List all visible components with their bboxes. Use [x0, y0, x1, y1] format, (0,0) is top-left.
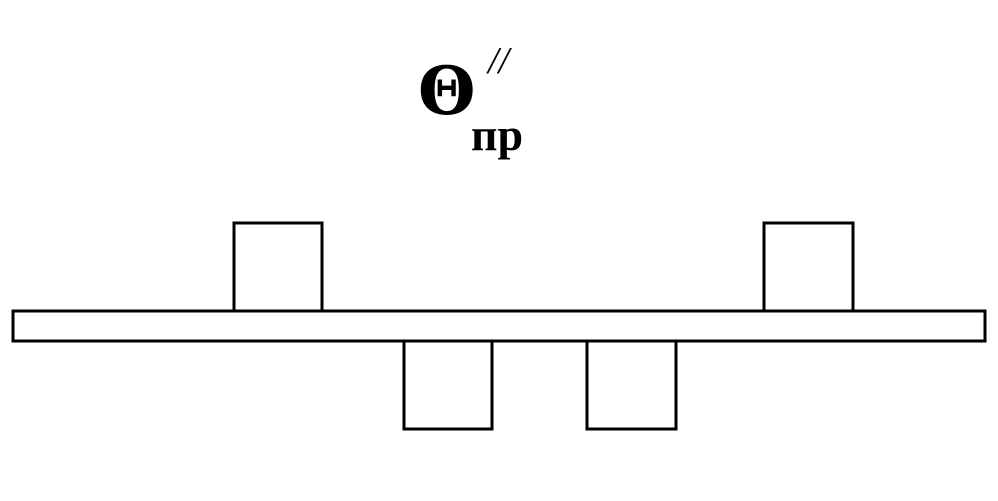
- bottom-block-left: [402, 339, 494, 431]
- top-block-right: [762, 221, 855, 313]
- bottom-block-right: [585, 339, 678, 431]
- horizontal-bar: [11, 309, 987, 343]
- top-block-left: [232, 221, 324, 313]
